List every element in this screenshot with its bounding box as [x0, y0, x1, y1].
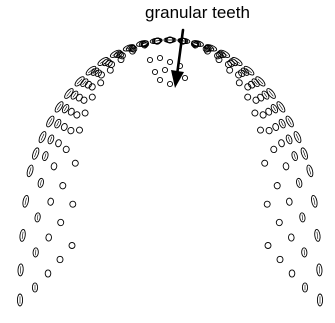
tooth: [88, 83, 97, 92]
tooth: [286, 198, 293, 206]
tooth: [117, 55, 125, 63]
tooth: [80, 96, 88, 104]
tooth: [289, 270, 295, 277]
tooth: [277, 256, 283, 262]
tooth: [57, 219, 63, 226]
tooth: [244, 83, 253, 92]
granular-tooth: [167, 81, 172, 86]
granular-tooth: [182, 75, 187, 80]
tooth: [69, 243, 75, 249]
tooth-ridge: [264, 93, 267, 97]
tooth: [50, 162, 57, 170]
tooth-ridge: [64, 106, 67, 111]
tooth-ridge: [294, 154, 296, 159]
tooth: [265, 243, 271, 249]
tooth-ridge: [45, 154, 47, 159]
tooth: [244, 93, 252, 101]
tooth: [261, 160, 268, 167]
tooth: [46, 234, 52, 242]
granular-tooth: [152, 69, 157, 74]
tooth: [251, 109, 259, 117]
tooth: [59, 182, 66, 189]
tooth: [60, 123, 68, 132]
granular-tooth: [157, 77, 162, 82]
tooth: [72, 160, 79, 167]
tooth-ridge: [314, 198, 315, 205]
tooth-ridge: [281, 121, 283, 126]
tooth-ridge: [40, 180, 41, 185]
granular-tooth: [147, 57, 152, 62]
tooth-ridge: [303, 150, 305, 157]
granular-teeth-label: granular teeth: [145, 3, 250, 23]
tooth: [215, 55, 223, 63]
tooth: [264, 201, 271, 208]
tooth-ridge: [73, 93, 76, 97]
tooth: [47, 198, 54, 206]
tooth-ridge: [22, 232, 23, 239]
tooth-arch: [17, 37, 322, 306]
tooth: [272, 123, 280, 132]
tooth: [76, 126, 83, 133]
tooth-ridge: [41, 134, 44, 141]
tooth-ridge: [302, 215, 303, 221]
tooth: [81, 109, 89, 117]
tooth-ridge: [57, 121, 59, 126]
tooth: [67, 127, 75, 135]
tooth: [55, 139, 62, 148]
tooth: [276, 219, 282, 226]
tooth-ridge: [25, 198, 26, 205]
tooth: [288, 234, 294, 242]
annotation-arrowhead: [171, 70, 184, 88]
tooth: [235, 79, 243, 87]
tooth-ridge: [273, 106, 276, 111]
tooth: [265, 127, 273, 135]
tooth-ridge: [288, 137, 290, 142]
granular-tooth: [162, 67, 167, 72]
granular-tooth: [157, 55, 162, 60]
tooth: [270, 146, 277, 154]
tooth-ridge: [317, 232, 318, 239]
tooth-ridge: [50, 137, 52, 142]
tooth: [57, 256, 63, 262]
tooth-ridge: [29, 167, 31, 174]
tooth: [63, 146, 70, 154]
tooth: [282, 162, 289, 170]
tooth-ridge: [296, 134, 299, 141]
tooth-ridge: [299, 180, 300, 185]
tooth: [278, 139, 285, 148]
tooth: [70, 201, 77, 208]
tooth: [257, 126, 264, 133]
tooth-ridge: [309, 167, 311, 174]
tooth: [45, 270, 51, 277]
tooth: [88, 93, 96, 101]
tooth: [97, 79, 105, 87]
tooth: [252, 96, 260, 104]
tooth-ridge: [37, 215, 38, 221]
tooth-ridge: [34, 150, 36, 157]
granular-tooth: [167, 59, 172, 64]
tooth: [274, 182, 281, 189]
